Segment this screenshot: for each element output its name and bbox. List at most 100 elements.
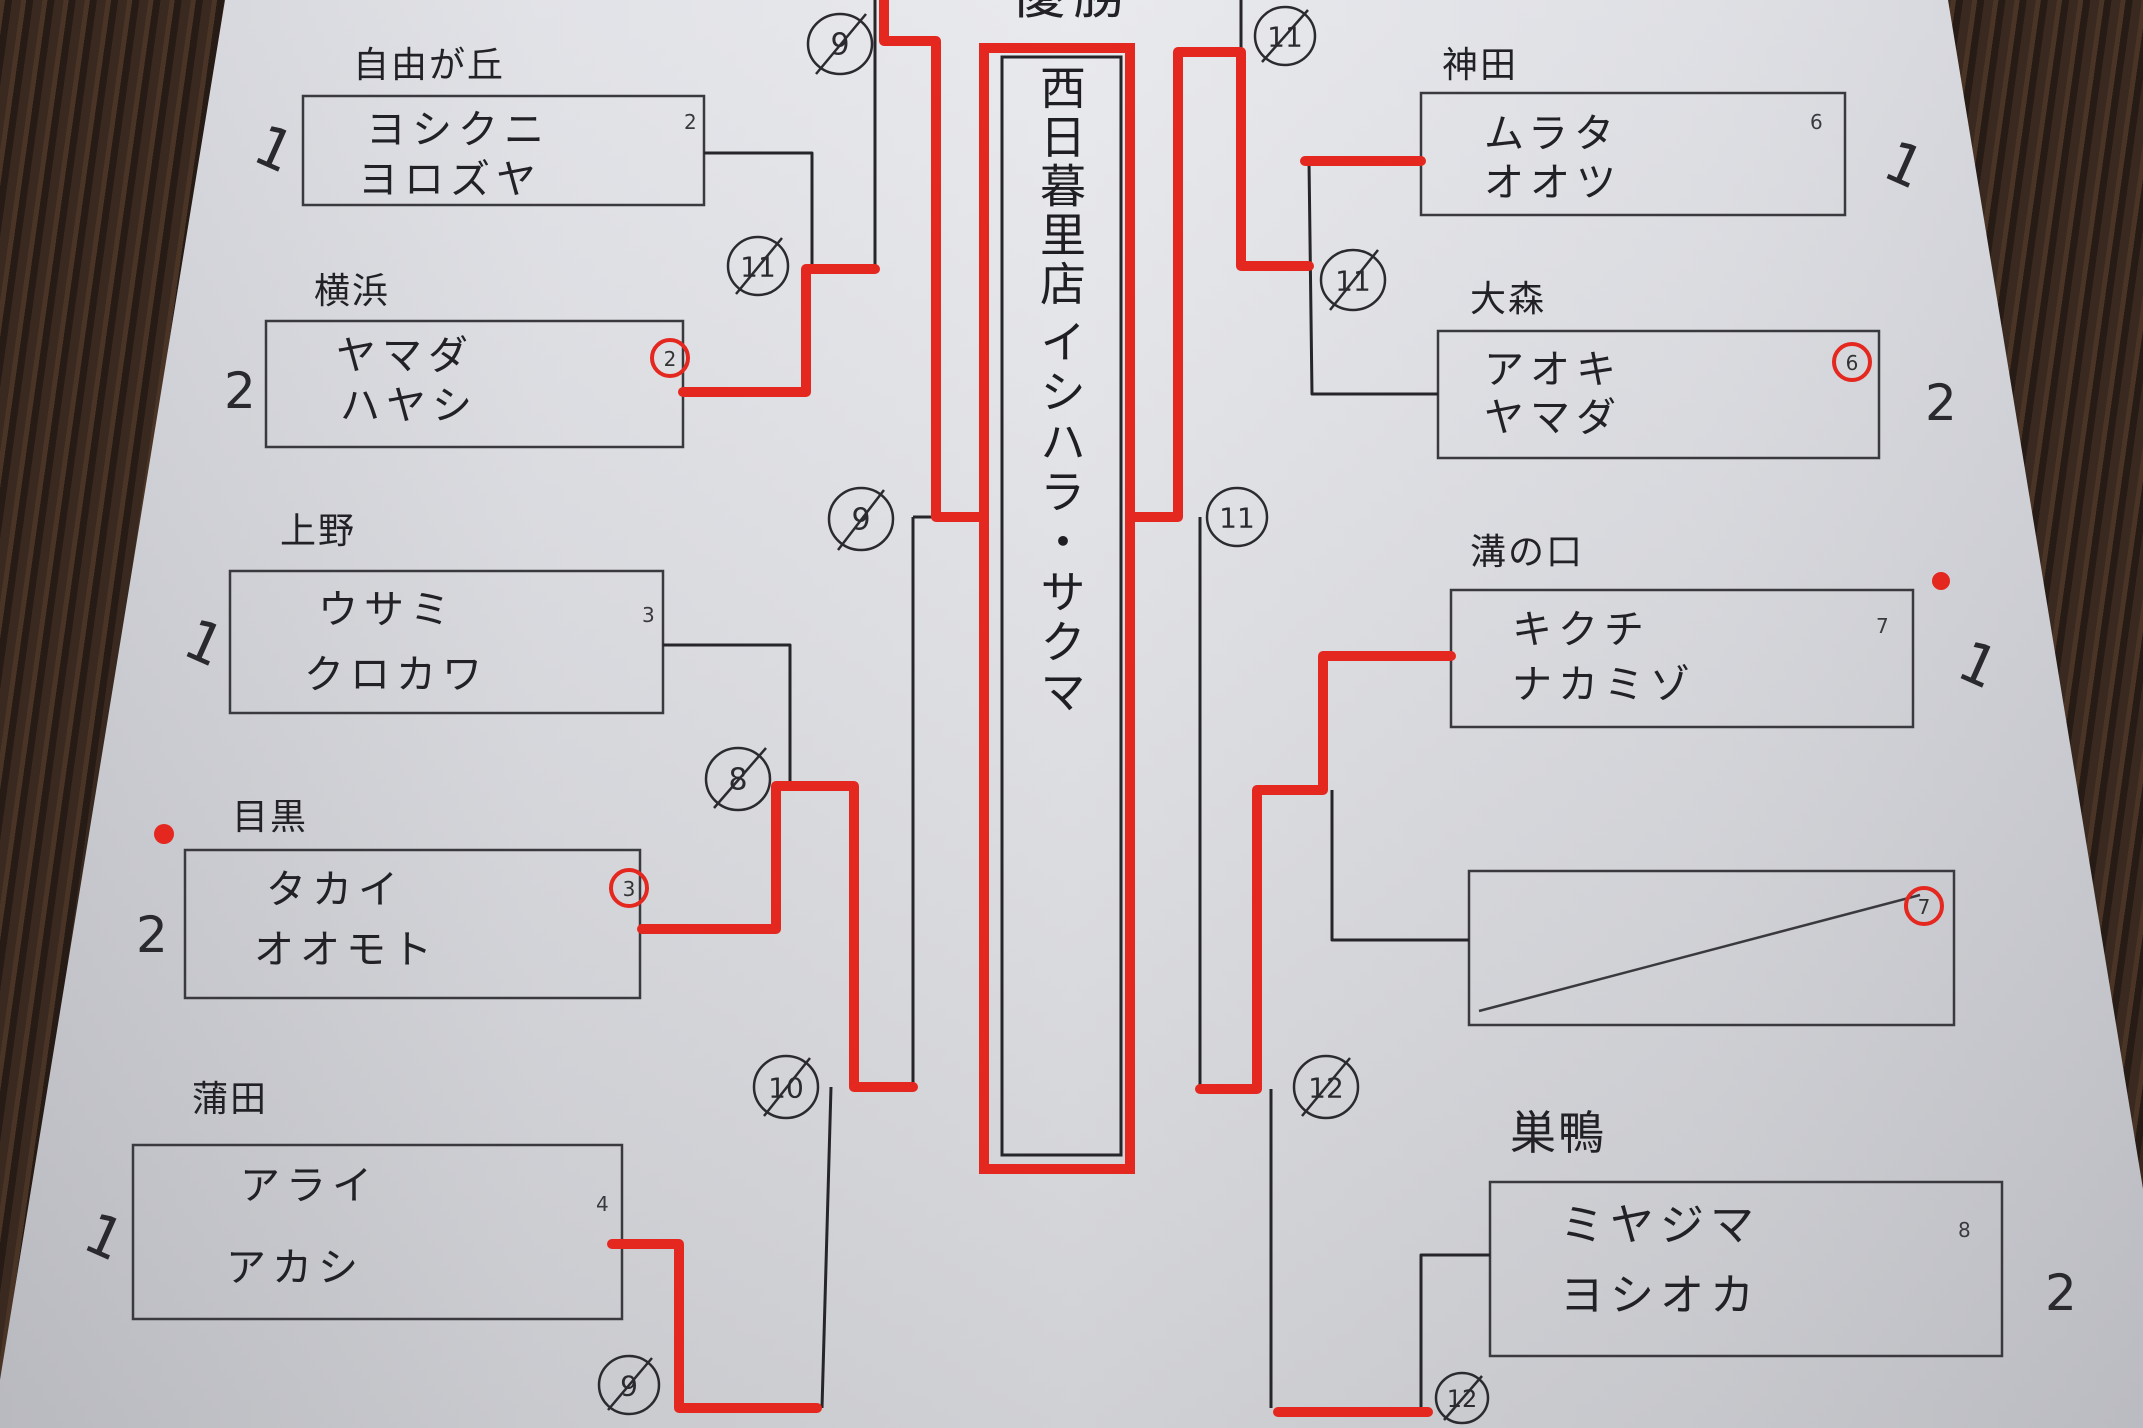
winner-line xyxy=(1195,651,1456,1094)
strike-mark xyxy=(1443,1375,1483,1421)
champion-store: 西日暮里店 xyxy=(1033,64,1087,309)
winner-line xyxy=(879,0,989,522)
winner-line xyxy=(1125,47,1314,522)
club-label: 目黒 xyxy=(232,797,309,838)
team-box-left-2 xyxy=(264,319,685,449)
strike-mark xyxy=(1261,9,1309,63)
strike-mark xyxy=(1329,249,1379,311)
bracket-line xyxy=(663,643,792,786)
score-mark: 2 xyxy=(1925,374,1957,432)
team-box-left-3 xyxy=(228,569,665,715)
club-label: 巣鴨 xyxy=(1510,1106,1606,1160)
strike-mark xyxy=(1301,1057,1351,1117)
player-name: オオツ xyxy=(1484,160,1622,206)
court-number: 4 xyxy=(596,1192,609,1216)
strike-mark xyxy=(763,1057,811,1117)
player-name: クロカワ xyxy=(304,652,488,698)
winner-line xyxy=(678,264,880,397)
bracket-line xyxy=(704,151,814,269)
club-label: 横浜 xyxy=(314,271,391,312)
match-number-mark: 11 xyxy=(1205,486,1269,548)
circled-court-number: 3 xyxy=(609,868,649,908)
player-name: ヨシクニ xyxy=(366,107,550,153)
court-number: 2 xyxy=(664,347,677,371)
player-name: ウサミ xyxy=(318,587,456,633)
court-number: 8 xyxy=(1958,1218,1971,1242)
red-dot-mark xyxy=(1932,572,1950,590)
match-number-mark: 11 xyxy=(1253,5,1317,67)
club-label: 溝の口 xyxy=(1470,532,1585,573)
match-number: 11 xyxy=(1219,502,1255,535)
strike-mark xyxy=(713,747,767,809)
match-number-mark: 10 xyxy=(752,1054,820,1120)
court-number: 3 xyxy=(642,603,655,627)
club-label: 上野 xyxy=(280,511,357,552)
bracket-line xyxy=(1307,160,1438,396)
team-box-left-4 xyxy=(183,848,642,1000)
bracket-line xyxy=(820,1086,833,1409)
strike-mark xyxy=(735,237,783,295)
player-name: キクチ xyxy=(1512,607,1650,653)
bracket-line xyxy=(1419,1253,1490,1408)
player-name: タカイ xyxy=(266,867,404,913)
champion-box xyxy=(1000,55,1123,1157)
court-number: 7 xyxy=(1876,614,1889,638)
circled-court-number: 7 xyxy=(1904,886,1944,926)
score-mark: 2 xyxy=(136,906,168,964)
champion-box-red-outline xyxy=(979,43,1135,1174)
match-number-mark: 9 xyxy=(827,486,895,552)
page-title: 優勝 xyxy=(1011,0,1130,22)
player-name: ハヤシ xyxy=(340,383,478,429)
red-circle xyxy=(650,338,690,378)
court-number: 6 xyxy=(1846,351,1859,375)
red-circle xyxy=(1832,342,1872,382)
strike-mark xyxy=(607,1357,653,1411)
match-number-mark: 11 xyxy=(1319,248,1387,312)
title-clip: 優勝 xyxy=(1005,0,1130,24)
court-number: 6 xyxy=(1810,110,1823,134)
player-name: ヤマダ xyxy=(336,333,474,379)
player-name: ムラタ xyxy=(1484,111,1620,157)
club-label: 神田 xyxy=(1442,45,1519,86)
player-name: ヨロズヤ xyxy=(358,157,542,203)
winner-line xyxy=(637,781,918,1092)
match-number-mark: 12 xyxy=(1434,1371,1490,1425)
player-name: オオモト xyxy=(254,927,438,973)
match-number-mark: 9 xyxy=(806,12,874,76)
team-box-left-5 xyxy=(131,1143,624,1321)
circled-court-number: 2 xyxy=(650,338,690,378)
winner-line xyxy=(607,1239,822,1413)
court-number: 2 xyxy=(684,110,697,134)
bye-box xyxy=(1467,869,1956,1027)
player-name: ミヤジマ xyxy=(1560,1200,1760,1251)
court-number: 3 xyxy=(623,877,636,901)
club-label: 蒲田 xyxy=(192,1079,269,1120)
match-number-mark: 11 xyxy=(726,235,790,297)
match-number-mark: 12 xyxy=(1292,1054,1360,1120)
club-label: 自由が丘 xyxy=(353,45,506,86)
player-name: ヤマダ xyxy=(1484,395,1622,441)
circled-court-number: 6 xyxy=(1832,342,1872,382)
player-name: アカシ xyxy=(226,1245,364,1291)
red-circle xyxy=(609,868,649,908)
team-box-left-1 xyxy=(301,94,706,207)
score-mark: 2 xyxy=(224,362,256,420)
court-number: 7 xyxy=(1918,895,1931,919)
player-name: ナカミゾ xyxy=(1512,662,1696,708)
match-number-mark: 9 xyxy=(597,1354,661,1416)
bracket-line xyxy=(1330,790,1469,942)
champion-players: イシハラ・サクマ xyxy=(1033,318,1087,718)
red-dot-mark xyxy=(154,824,174,844)
strike-mark xyxy=(837,489,885,551)
match-number-mark: 8 xyxy=(704,746,772,812)
strike-mark xyxy=(815,13,867,75)
player-name: ヨシオカ xyxy=(1560,1270,1760,1321)
red-circle xyxy=(1904,886,1944,926)
score-mark: 2 xyxy=(2045,1264,2077,1322)
team-box-right-5 xyxy=(1488,1180,2004,1358)
player-name: アライ xyxy=(240,1163,378,1209)
player-name: アオキ xyxy=(1484,347,1622,393)
